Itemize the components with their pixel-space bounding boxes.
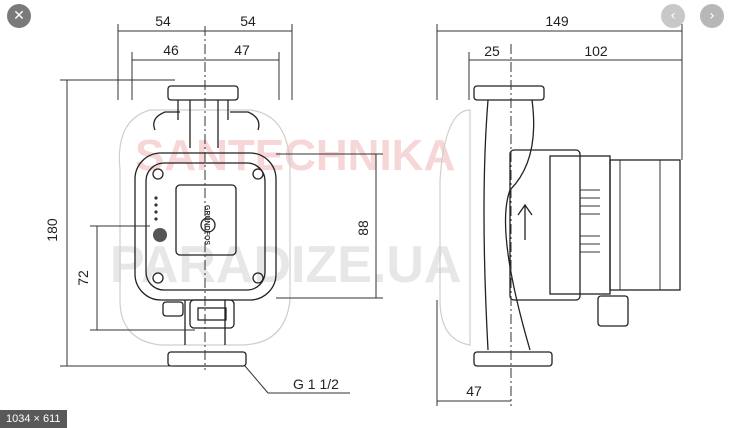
dim-front-height-lower: 72 <box>75 270 91 286</box>
close-icon[interactable]: ✕ <box>7 4 31 28</box>
watermark-text-1: SANTECHNIKA <box>135 131 455 180</box>
brand-logo-text: GRUNDFOS <box>203 205 210 245</box>
dim-front-height-total: 180 <box>44 218 60 242</box>
dim-front-top-left-outer: 54 <box>155 13 171 29</box>
dim-front-height-box: 88 <box>355 220 371 236</box>
dim-front-top-right-outer: 54 <box>240 13 256 29</box>
dim-side-width-total: 149 <box>545 13 569 29</box>
dim-front-thread: G 1 1/2 <box>293 376 339 392</box>
watermark-text-2: PARADIZE.UA <box>110 236 461 294</box>
dim-front-top-right-inner: 47 <box>234 42 250 58</box>
front-view: GRUNDFOS 54 54 46 47 180 <box>44 13 383 394</box>
chevron-right-icon[interactable]: › <box>700 4 724 28</box>
mode-button-icon <box>153 228 167 242</box>
dim-side-width-bottom: 47 <box>466 383 482 399</box>
dim-side-width-right: 102 <box>584 43 608 59</box>
chevron-left-icon[interactable]: ‹ <box>661 4 685 28</box>
side-view: 149 25 102 47 <box>436 13 683 406</box>
dim-side-width-left: 25 <box>484 43 500 59</box>
dim-front-top-left-inner: 46 <box>163 42 179 58</box>
image-size-label: 1034 × 611 <box>0 410 67 428</box>
